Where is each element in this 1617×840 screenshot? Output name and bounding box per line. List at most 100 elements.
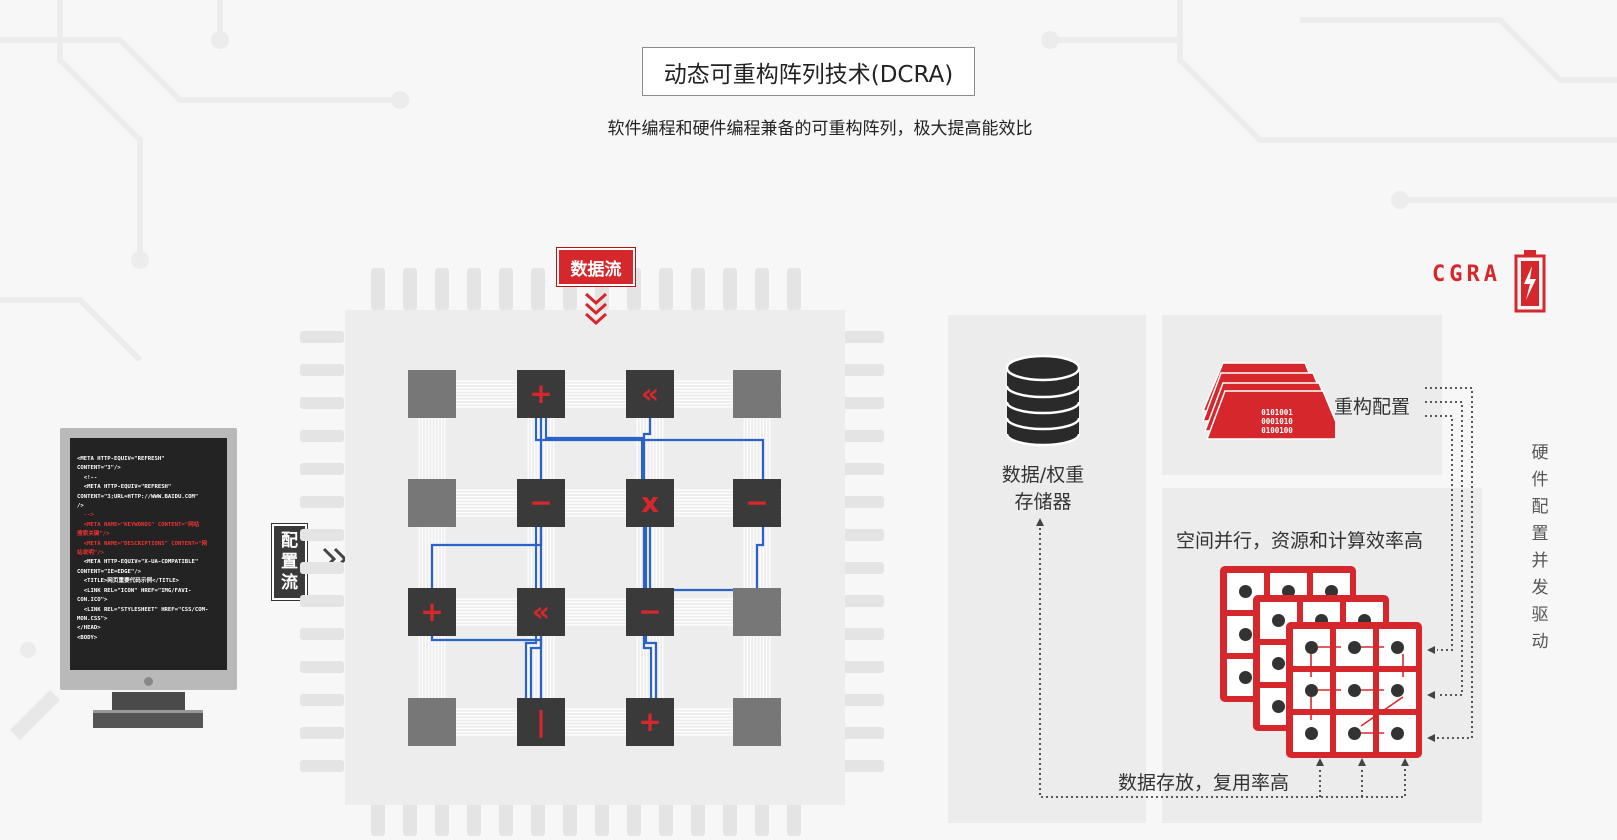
cgra-pe-node	[1348, 684, 1361, 697]
chip-pin	[840, 331, 884, 343]
arrow-head	[1427, 646, 1435, 654]
storage-label-line1: 数据/权重	[1001, 464, 1085, 486]
cgra-arrow	[1360, 696, 1404, 727]
side-text-char: 配	[1531, 497, 1549, 517]
wire	[648, 527, 765, 592]
chip-pin	[840, 496, 884, 508]
arrow-head	[1401, 758, 1409, 766]
arrow-head	[1427, 734, 1435, 742]
code-line: <BODY>	[77, 634, 98, 641]
pe-cell	[626, 479, 674, 527]
wire	[544, 418, 644, 480]
data-flow-tag: 数据流	[557, 248, 635, 286]
pe-cell	[408, 588, 456, 636]
pe-op-label: +	[638, 705, 661, 738]
code-line: </HEAD>	[77, 625, 101, 632]
chip-pin	[300, 463, 344, 475]
chip-pin	[691, 268, 705, 310]
cgra-pe-node	[1391, 641, 1404, 654]
chip-pin	[840, 661, 884, 673]
arrow-head	[1358, 758, 1366, 766]
bits-line: 0101001	[1261, 408, 1293, 417]
chip-pin	[499, 268, 513, 310]
config-flow-char: 流	[281, 572, 298, 593]
chip-pin	[467, 268, 481, 310]
cgra-pe-node	[1272, 700, 1285, 713]
pe-cell	[626, 370, 674, 418]
chip-pin	[300, 694, 344, 706]
chip-pin	[499, 800, 513, 836]
code-line: MON.CSS">	[77, 615, 108, 622]
chip-pin	[300, 430, 344, 442]
chip-pin	[435, 800, 449, 836]
chip-pin	[659, 800, 673, 836]
chip-pin	[403, 800, 417, 836]
pe-op-label: |	[536, 705, 546, 738]
cgra-logo: CGRA	[1432, 262, 1501, 287]
cgra-pe-node	[1272, 614, 1285, 627]
code-line: <META HTTP-EQUIV="REFRESH"	[77, 456, 165, 462]
chip-pin	[300, 529, 344, 541]
pe-grid: +«−x−+«−|+	[408, 370, 781, 746]
chip-pin	[840, 760, 884, 772]
monitor: <META HTTP-EQUIV="REFRESH"CONTENT="3"/> …	[60, 428, 237, 690]
pe-op-label: «	[532, 595, 550, 628]
arrow-head	[1316, 758, 1324, 766]
chip-pin	[840, 364, 884, 376]
chip-pin	[403, 268, 417, 310]
monitor-screen: <META HTTP-EQUIV="REFRESH"CONTENT="3"/> …	[70, 438, 227, 670]
chip-pin	[563, 800, 577, 836]
chip-pin	[723, 800, 737, 836]
cgra-pe-node	[1282, 585, 1295, 598]
code-line: />	[77, 503, 84, 510]
monitor-power-dot	[144, 677, 153, 686]
code-line: CONTENT="3"/>	[77, 465, 121, 472]
arrow-head	[1427, 691, 1435, 699]
pe-cell-empty	[733, 698, 781, 746]
chip-pin	[300, 562, 344, 574]
chip-pin	[467, 800, 481, 836]
arrow-heads	[1036, 518, 1435, 766]
code-line: CON.ICO">	[77, 597, 108, 604]
chip-pin	[840, 727, 884, 739]
chip-pin	[787, 800, 801, 836]
pe-cell	[626, 588, 674, 636]
config-flow-char: 置	[281, 551, 298, 572]
code-line: <LINK REL="ICON" HREF="IMG/FAVI-	[77, 587, 192, 594]
monitor-neck	[112, 692, 185, 710]
chip-pin	[435, 268, 449, 310]
chip-pin	[300, 331, 344, 343]
pe-cell	[517, 698, 565, 746]
storage-label-line2: 存储器	[1014, 491, 1072, 513]
pe-cell-empty	[733, 370, 781, 418]
dotted-line	[1425, 415, 1453, 651]
wire	[644, 527, 658, 700]
chip-pins	[300, 268, 884, 836]
side-text-char: 置	[1531, 524, 1549, 544]
chip-pin	[595, 800, 609, 836]
code-line: 搜索关键"/>	[77, 531, 110, 538]
cgra-pe-node	[1348, 641, 1361, 654]
pe-op-label: +	[420, 595, 443, 628]
cgra-pe-node	[1391, 727, 1404, 740]
chip-pin	[840, 562, 884, 574]
chip-pin	[300, 661, 344, 673]
chip-pin	[300, 628, 344, 640]
bits-line: 0001010	[1261, 417, 1293, 426]
chip-pin	[300, 397, 344, 409]
dotted-lines	[1039, 387, 1473, 798]
chip-pin	[531, 268, 545, 310]
wire	[642, 418, 653, 700]
code-line: <META HTTP-EQUIV="X-UA-COMPATIBLE"	[77, 559, 199, 566]
pe-cell-empty	[408, 479, 456, 527]
side-text-char: 发	[1531, 578, 1549, 598]
code-listing: <META HTTP-EQUIV="REFRESH"CONTENT="3"/> …	[70, 438, 227, 643]
config-flow-char: 配	[281, 530, 298, 551]
config-stack-icon	[1201, 362, 1335, 440]
chip-pin	[659, 268, 673, 310]
chip-pin	[300, 496, 344, 508]
pe-cell	[733, 479, 781, 527]
side-text-char: 件	[1531, 470, 1549, 490]
pe-op-label: x	[641, 486, 659, 519]
